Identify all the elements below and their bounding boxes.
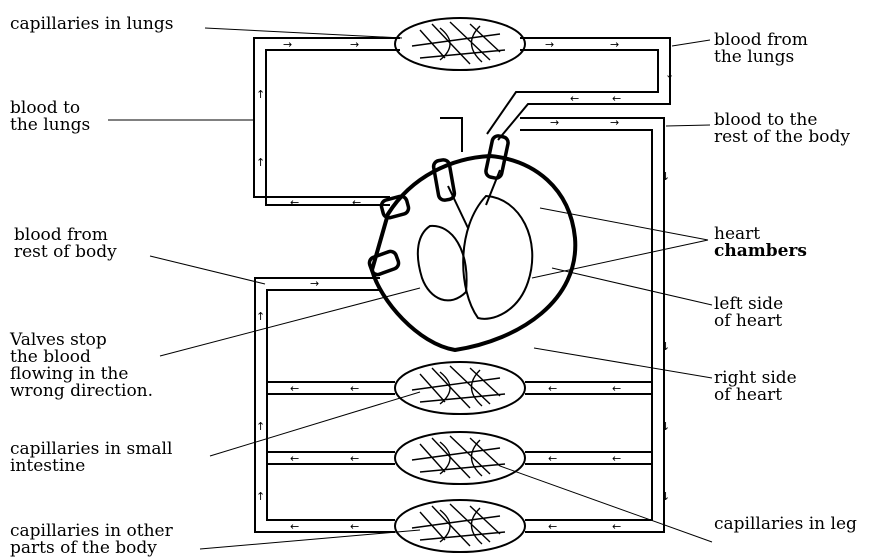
capillary-beds [395, 18, 525, 552]
label-capillaries-other: capillaries in other parts of the body [10, 523, 173, 557]
svg-text:→: → [283, 38, 292, 51]
label-line: the lungs [714, 49, 808, 66]
svg-text:↑: ↑ [256, 156, 265, 169]
heart [368, 135, 576, 350]
label-left-side: left side of heart [714, 296, 783, 330]
label-blood-from-lungs: blood from the lungs [714, 32, 808, 66]
svg-text:↑: ↑ [256, 88, 265, 101]
label-line: parts of the body [10, 540, 173, 557]
svg-text:↓: ↓ [665, 68, 674, 81]
svg-text:↑: ↑ [256, 420, 265, 433]
label-line: wrong direction. [10, 383, 153, 400]
label-capillaries-lungs: capillaries in lungs [10, 16, 173, 33]
svg-text:→: → [550, 116, 559, 129]
svg-text:←: ← [350, 520, 359, 533]
svg-text:↓: ↓ [661, 490, 670, 503]
pointer-lines [108, 28, 712, 549]
svg-text:←: ← [290, 520, 299, 533]
capillaries-leg [395, 432, 525, 484]
svg-text:↓: ↓ [661, 420, 670, 433]
label-blood-to-body: blood to the rest of the body [714, 112, 850, 146]
svg-text:←: ← [290, 452, 299, 465]
label-line: of heart [714, 313, 783, 330]
label-line: rest of body [14, 244, 117, 261]
svg-text:↑: ↑ [256, 490, 265, 503]
label-line: rest of the body [714, 129, 850, 146]
svg-text:←: ← [290, 382, 299, 395]
svg-text:↑: ↑ [256, 310, 265, 323]
svg-text:←: ← [290, 196, 299, 209]
svg-text:↓: ↓ [661, 340, 670, 353]
svg-text:←: ← [350, 452, 359, 465]
svg-text:←: ← [612, 382, 621, 395]
label-valves: Valves stop the blood flowing in the wro… [10, 332, 153, 400]
svg-text:→: → [350, 38, 359, 51]
label-heart-chambers: heart chambers [714, 226, 807, 260]
label-capillaries-leg: capillaries in leg [714, 516, 857, 533]
capillaries-other [395, 500, 525, 552]
pulmonary-vessels [254, 38, 670, 205]
label-blood-to-lungs: blood to the lungs [10, 100, 90, 134]
systemic-vessels [255, 118, 664, 532]
svg-text:←: ← [548, 520, 557, 533]
label-line-bold: chambers [714, 243, 807, 260]
svg-text:←: ← [612, 520, 621, 533]
label-right-side: right side of heart [714, 370, 797, 404]
svg-text:→: → [610, 38, 619, 51]
svg-text:←: ← [570, 92, 579, 105]
label-line: of heart [714, 387, 797, 404]
label-line: the lungs [10, 117, 90, 134]
label-capillaries-intestine: capillaries in small intestine [10, 441, 172, 475]
label-blood-from-body: blood from rest of body [14, 227, 117, 261]
svg-text:↓: ↓ [661, 170, 670, 183]
label-line: intestine [10, 458, 172, 475]
svg-text:→: → [310, 277, 319, 290]
svg-text:←: ← [548, 452, 557, 465]
capillaries-lungs [395, 18, 525, 70]
svg-text:→: → [610, 116, 619, 129]
svg-text:←: ← [612, 92, 621, 105]
svg-text:←: ← [350, 382, 359, 395]
svg-text:←: ← [352, 196, 361, 209]
svg-text:←: ← [548, 382, 557, 395]
svg-text:→: → [545, 38, 554, 51]
capillaries-small-intestine [395, 362, 525, 414]
svg-text:←: ← [612, 452, 621, 465]
